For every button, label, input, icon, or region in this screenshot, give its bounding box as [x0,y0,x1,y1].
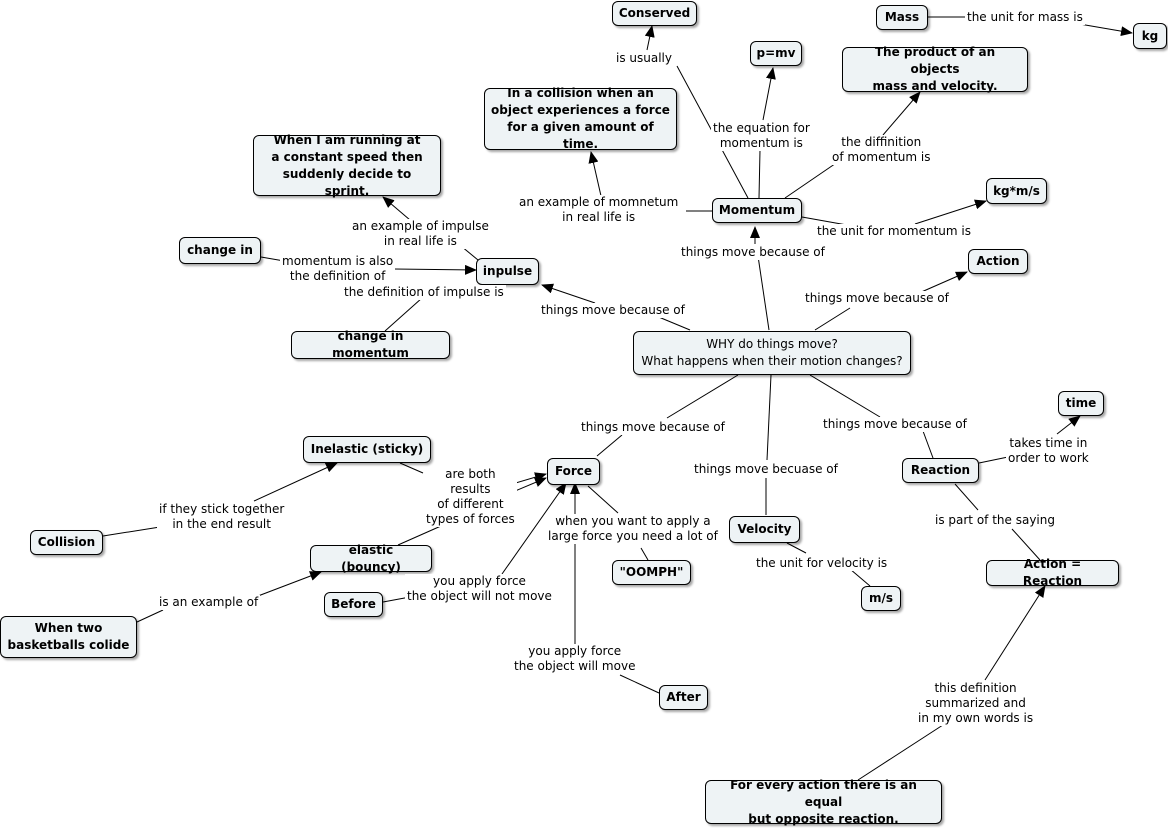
label-will-move: you apply force the object will move [512,644,638,674]
node-action[interactable]: Action [968,249,1028,274]
label-things-move-velocity: things move becuase of [692,462,840,477]
node-kg[interactable]: kg [1133,23,1167,49]
label-unit-for-velocity: the unit for velocity is [754,556,890,571]
label-things-move-action: things move because of [803,291,951,306]
label-are-both-results: are both results of different types of f… [424,467,517,527]
label-is-usually: is usually [614,51,674,66]
node-running-example[interactable]: When I am running at a constant speed th… [253,133,441,198]
label-example-momentum: an example of momnetum in real life is [517,195,681,225]
node-reaction[interactable]: Reaction [902,458,979,483]
label-things-move-momentum: things move because of [679,245,827,260]
node-every-action[interactable]: For every action there is an equal but o… [705,778,942,826]
node-mass[interactable]: Mass [876,5,928,30]
label-unit-for-momentum: the unit for momentum is [815,224,973,239]
label-diffinition: the diffinition of momentum is [830,135,933,165]
label-is-an-example-of: is an example of [157,595,261,610]
node-change-in-momentum[interactable]: change in momentum [291,329,450,360]
label-momentum-also: momentum is also the definition of [280,254,396,284]
node-change-in[interactable]: change in [179,237,261,264]
node-oomph[interactable]: "OOMPH" [612,560,691,585]
label-unit-for-mass: the unit for mass is [965,10,1085,25]
node-product-definition[interactable]: The product of an objects mass and veloc… [842,45,1028,93]
label-things-move-reaction: things move because of [821,417,969,432]
node-inpulse[interactable]: inpulse [476,258,539,285]
node-force[interactable]: Force [547,458,600,485]
node-pmv[interactable]: p=mv [750,41,802,66]
label-equation-for: the equation for momentum is [711,121,812,151]
node-kgms[interactable]: kg*m/s [986,178,1047,204]
node-basketballs[interactable]: When two basketballs colide [0,616,137,658]
node-ms[interactable]: m/s [861,586,901,611]
label-definition-impulse: the definition of impulse is [342,285,506,300]
node-why-things-move[interactable]: WHY do things move? What happens when th… [633,331,911,375]
node-time[interactable]: time [1058,391,1104,416]
label-example-impulse: an example of impulse in real life is [350,219,491,249]
node-after[interactable]: After [659,685,708,710]
label-things-move-inpulse: things move because of [539,303,687,318]
label-will-not-move: you apply force the object will not move [405,574,554,604]
node-conserved[interactable]: Conserved [612,1,697,26]
node-collision-example[interactable]: In a collision when an object experience… [484,86,677,151]
label-things-move-force: things move because of [579,420,727,435]
node-elastic[interactable]: elastic (bouncy) [310,543,432,574]
node-before[interactable]: Before [324,592,383,617]
node-collision[interactable]: Collision [30,530,103,555]
label-definition-summarized: this definition summarized and in my own… [916,681,1036,726]
node-action-equals-reaction[interactable]: Action = Reaction [986,557,1119,588]
label-takes-time: takes time in order to work [1006,436,1091,466]
node-momentum[interactable]: Momentum [712,198,802,223]
label-apply-large-force: when you want to apply a large force you… [546,514,720,544]
label-stick-together: if they stick together in the end result [157,502,287,532]
node-inelastic[interactable]: Inelastic (sticky) [303,436,431,463]
label-part-of-saying: is part of the saying [933,513,1057,528]
node-velocity[interactable]: Velocity [729,516,800,543]
